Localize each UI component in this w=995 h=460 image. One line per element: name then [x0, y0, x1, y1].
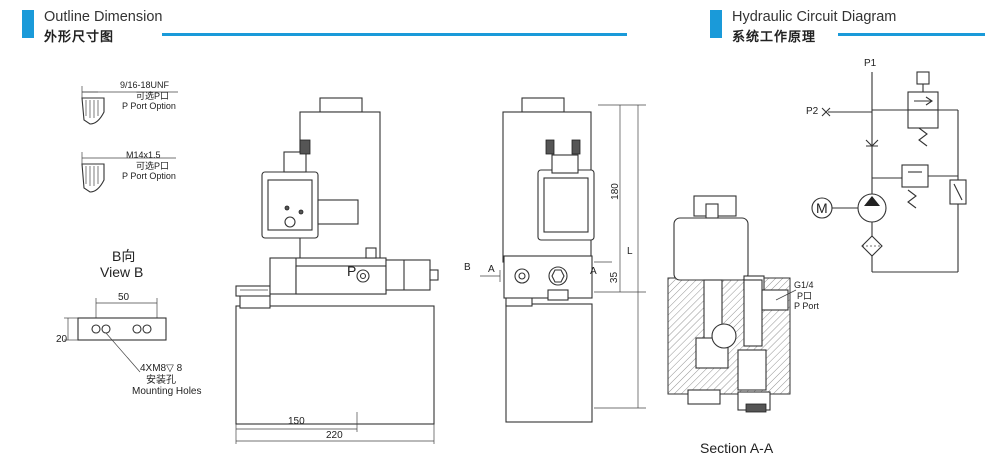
- motor-symbol-label: M: [816, 200, 828, 216]
- section-port-cn: P口: [797, 291, 813, 301]
- header-title-cn: 外形尺寸图: [44, 29, 115, 44]
- port-option-2-detail: [81, 152, 176, 193]
- section-port-thread: G1/4: [794, 280, 814, 290]
- dim-220: 220: [326, 430, 343, 441]
- section-header-outline: Outline Dimension 外形尺寸图: [22, 7, 627, 44]
- header-accent-bar: [22, 10, 34, 38]
- header-rule: [838, 33, 985, 36]
- section-aa-title: Section A-A: [700, 440, 774, 456]
- port-option-2-thread: M14x1.5: [126, 150, 161, 160]
- dim-L: L: [627, 246, 633, 257]
- port-option-1-en: P Port Option: [122, 101, 176, 111]
- header-title-en: Hydraulic Circuit Diagram: [732, 9, 897, 25]
- front-view-drawing: [235, 97, 439, 444]
- front-port-label: P: [347, 263, 357, 279]
- header-title-cn: 系统工作原理: [732, 29, 817, 44]
- section-port-en: P Port: [794, 301, 819, 311]
- section-aa-drawing: [667, 195, 797, 413]
- port-option-1-thread: 9/16-18UNF: [120, 80, 170, 90]
- side-a-right-label: A: [590, 266, 597, 277]
- port-option-2-cn: 可选P口: [136, 161, 170, 171]
- hydraulic-circuit-drawing: [811, 71, 967, 273]
- view-b-en: View B: [100, 264, 144, 280]
- dim-150: 150: [288, 416, 305, 427]
- section-header-circuit: Hydraulic Circuit Diagram 系统工作原理: [710, 7, 985, 44]
- mounting-holes-en: Mounting Holes: [132, 386, 202, 397]
- header-title-en: Outline Dimension: [44, 9, 163, 25]
- dim-35: 35: [609, 271, 621, 284]
- mounting-holes-spec: 4XM8▽ 8: [140, 363, 183, 374]
- circuit-p1-label: P1: [864, 58, 877, 69]
- view-b-detail: [64, 298, 167, 373]
- port-option-1-detail: [81, 86, 178, 125]
- view-b-cn: B向: [112, 248, 136, 264]
- circuit-p2-label: P2: [806, 106, 819, 117]
- side-b-label: B: [464, 262, 471, 273]
- port-option-1-cn: 可选P口: [136, 91, 170, 101]
- port-option-2-en: P Port Option: [122, 171, 176, 181]
- dim-180: 180: [609, 183, 621, 200]
- view-b-dim-width: 50: [118, 292, 130, 303]
- mounting-holes-cn: 安装孔: [146, 375, 176, 386]
- side-a-left-label: A: [488, 264, 495, 275]
- header-rule: [162, 33, 627, 36]
- view-b-dim-height: 20: [56, 334, 68, 345]
- side-view-drawing: [480, 97, 646, 423]
- header-accent-bar: [710, 10, 722, 38]
